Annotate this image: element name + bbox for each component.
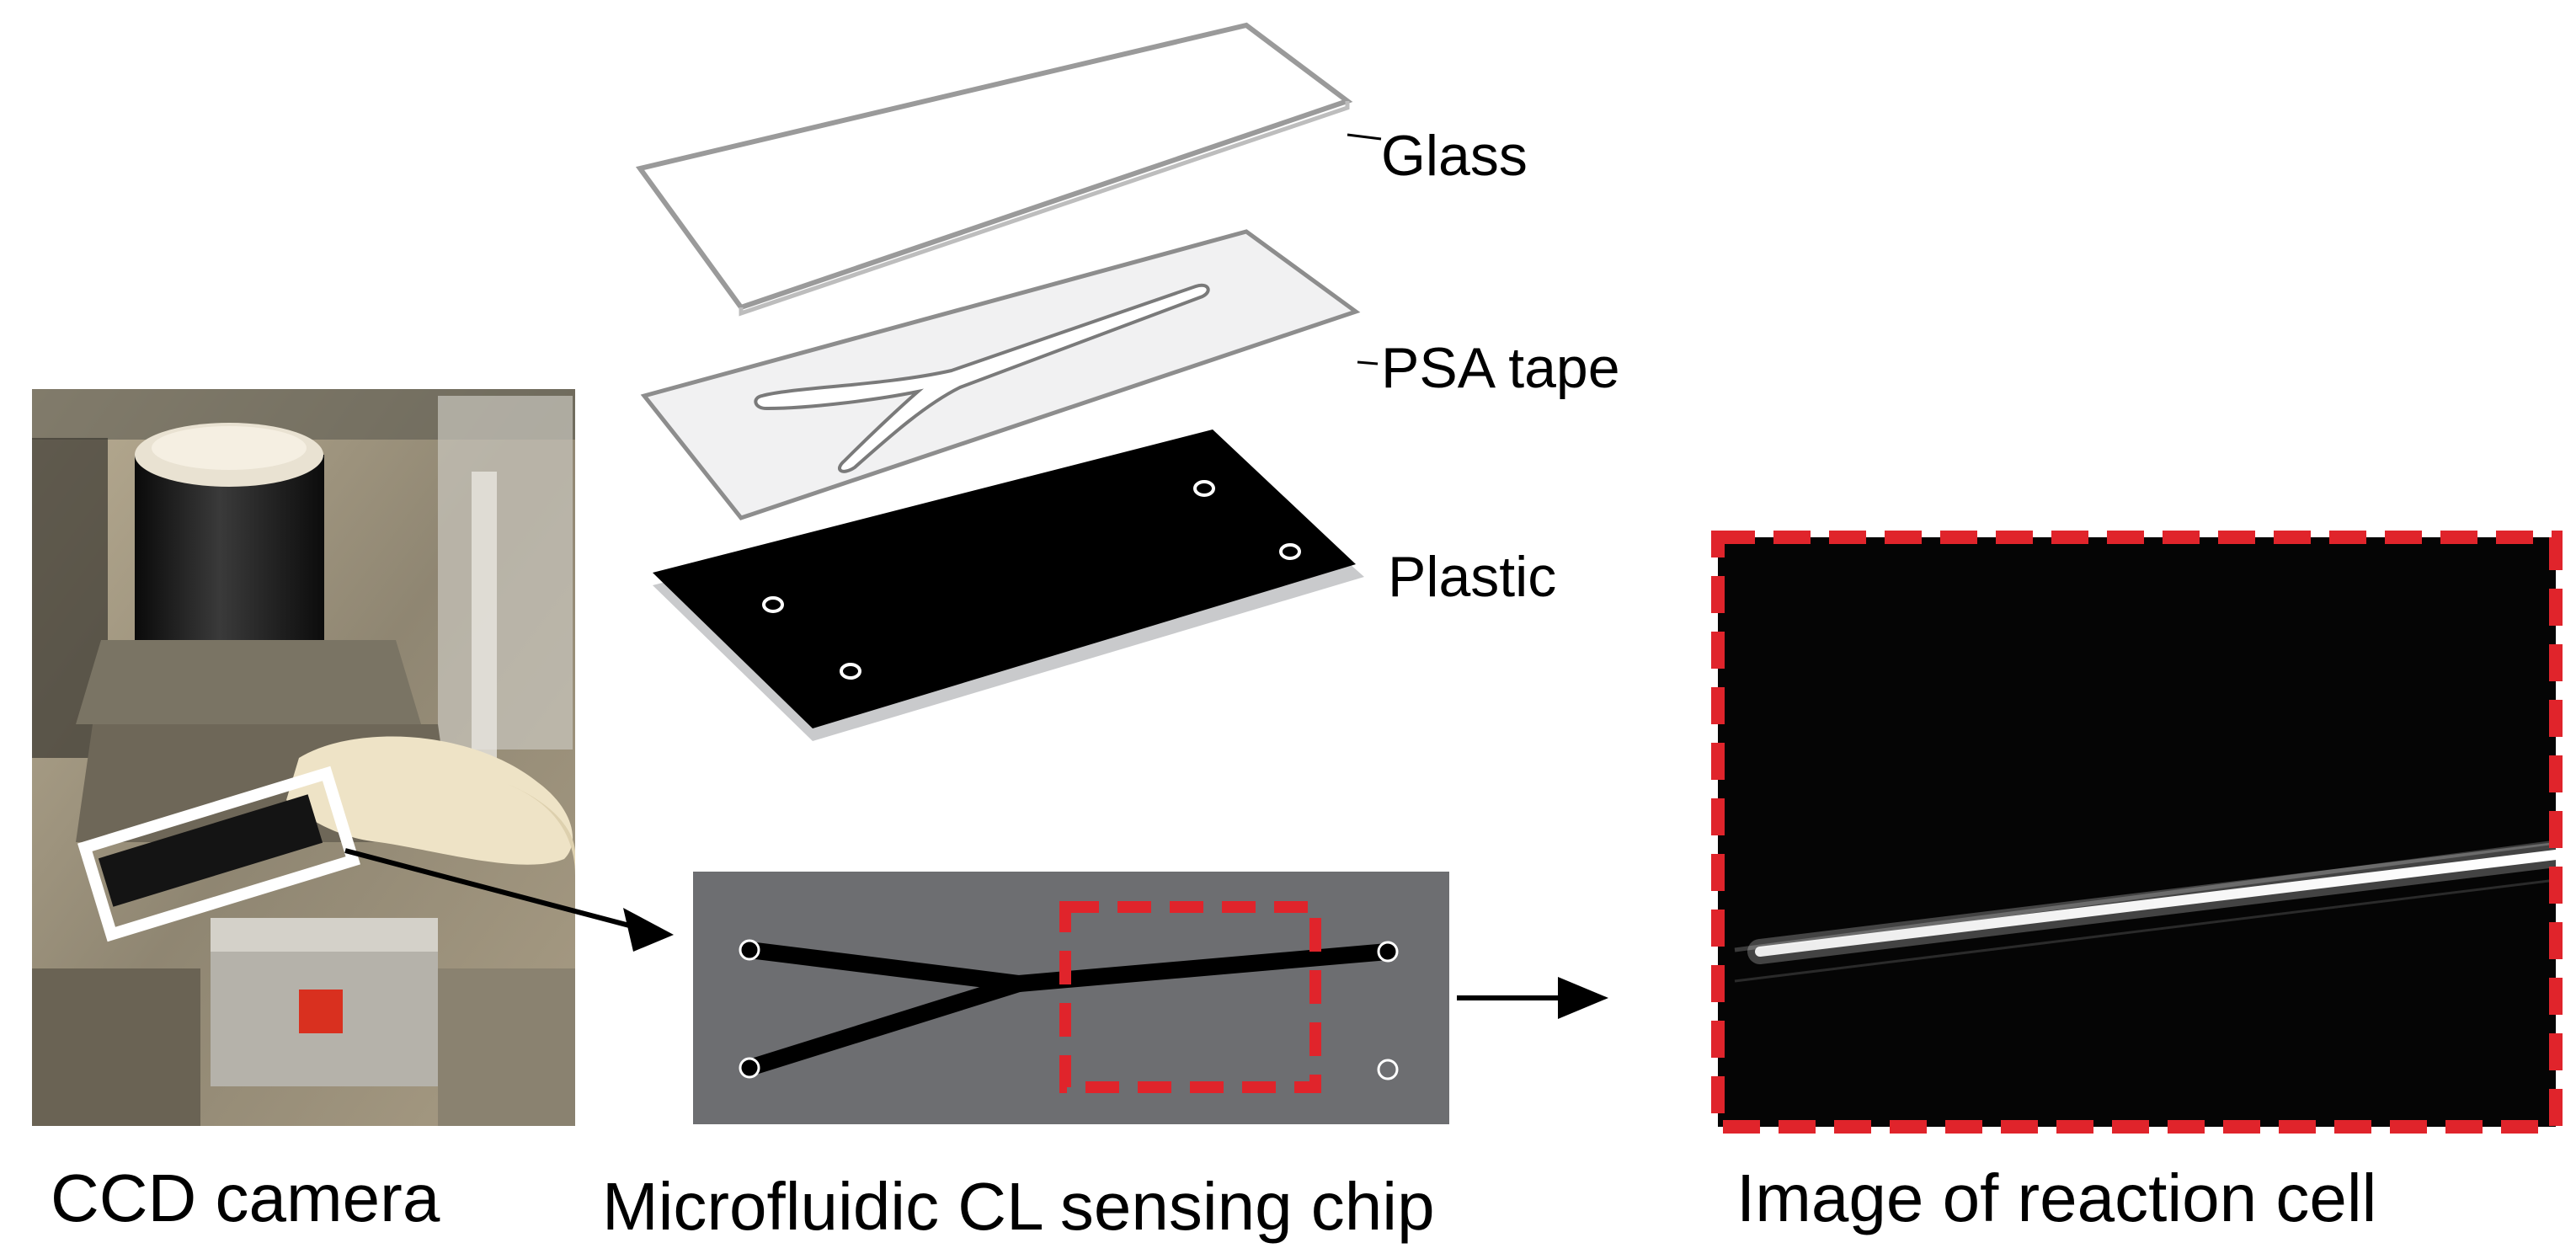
plastic-layer [653, 429, 1356, 728]
inlet-port-icon [739, 1057, 760, 1079]
camera-to-chip-arrow [344, 848, 649, 933]
psa-tape-y-channel [754, 283, 1210, 473]
glass-label: Glass [1381, 124, 1528, 188]
caption-microfluidic-chip: Microfluidic CL sensing chip [602, 1169, 1435, 1244]
reaction-image-dashed-border [1711, 531, 2563, 1134]
circle-outline-icon [1377, 1059, 1399, 1080]
caption-ccd-camera: CCD camera [51, 1160, 440, 1235]
caption-reaction-cell-image: Image of reaction cell [1736, 1160, 2376, 1235]
right-arrow-icon [1558, 977, 1608, 1019]
detection-region-highlight [1059, 901, 1321, 1093]
plastic-label: Plastic [1388, 545, 1556, 609]
camera-red-switch [299, 990, 343, 1033]
reaction-cell-image [1711, 531, 2568, 1134]
ccd-camera-photo [32, 389, 575, 1126]
chip-channel-lower-inlet [741, 975, 1027, 1076]
circle-outline-icon [1279, 543, 1301, 560]
outlet-port-icon [1377, 941, 1399, 963]
inlet-port-icon [739, 939, 760, 961]
microfluidic-chip-schematic [693, 872, 1449, 1124]
gloved-hand [286, 736, 573, 865]
chip-channel-main [1011, 943, 1396, 992]
layer-stack [635, 22, 1382, 741]
psa-tape-label: PSA tape [1381, 336, 1620, 400]
circle-outline-icon [840, 663, 861, 680]
circle-outline-icon [1193, 480, 1215, 497]
chip-slot-highlight-frame [77, 766, 360, 942]
circle-outline-icon [762, 596, 784, 613]
chip-channel-upper-inlet [741, 942, 1027, 992]
right-arrow-icon [623, 908, 674, 952]
